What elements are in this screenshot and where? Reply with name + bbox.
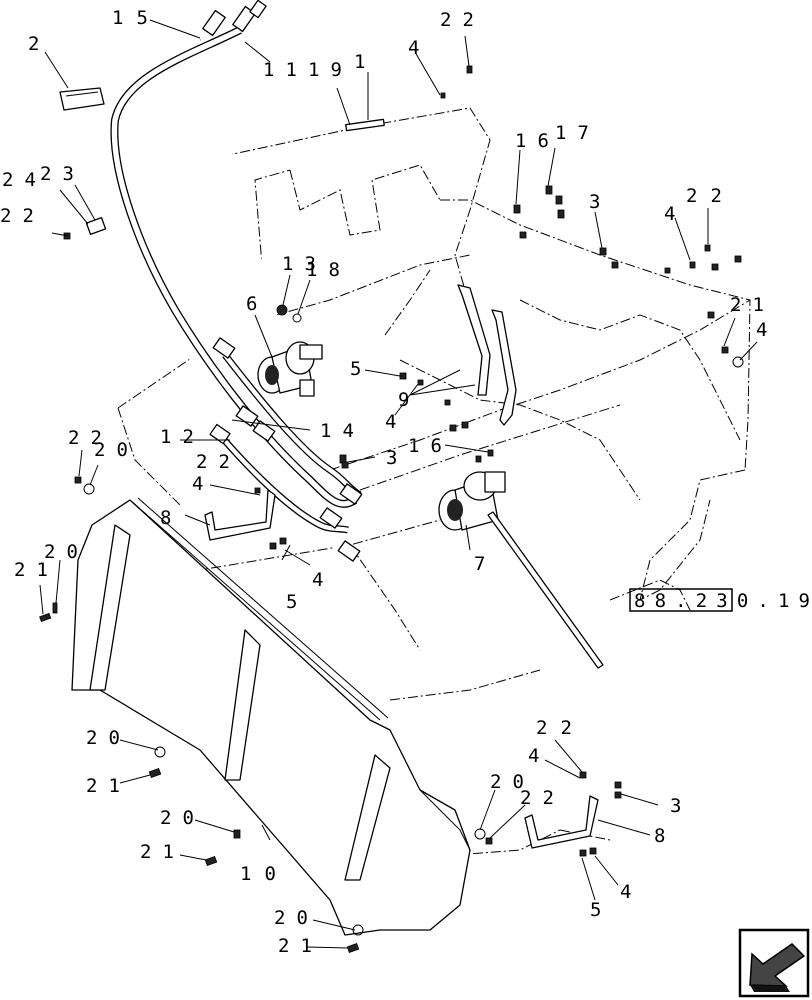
callout-5-right: 5 <box>590 899 601 921</box>
callout-4-far-right: 4 <box>756 319 767 341</box>
callout-22-bottom-right: 22 <box>536 717 572 739</box>
callout-21-right: 21 <box>730 294 764 316</box>
callout-21-left: 21 <box>14 559 48 581</box>
callout-22-left: 22 <box>0 205 34 227</box>
callout-9: 9 <box>398 389 409 411</box>
callout-15: 15 <box>112 7 148 29</box>
callout-22-top: 22 <box>440 9 474 31</box>
callout-10: 10 <box>240 863 276 885</box>
callout-21-bottom-a: 21 <box>86 775 120 797</box>
bracket-right <box>524 795 599 849</box>
callout-17: 17 <box>555 122 589 144</box>
callout-11: 11 <box>263 59 297 81</box>
callout-12: 12 <box>160 426 194 448</box>
callout-20-left: 20 <box>44 541 78 563</box>
callout-19: 19 <box>308 59 342 81</box>
callout-20-bottom-c: 20 <box>274 907 308 929</box>
hose-clamp <box>59 87 105 111</box>
hydraulic-motor-6 <box>257 304 323 397</box>
callout-4-top: 4 <box>408 37 419 59</box>
callout-20-leftedge: 20 <box>94 439 128 461</box>
callout-4-bracket-left: 4 <box>312 569 323 591</box>
callout-8-left: 8 <box>160 507 171 529</box>
leader-lines <box>39 19 758 949</box>
deflector-brackets <box>457 284 517 426</box>
hydraulic-hoses <box>64 0 363 562</box>
callout-2: 2 <box>28 33 39 55</box>
callout-3-top: 3 <box>589 191 600 213</box>
callout-16-top: 16 <box>515 130 549 152</box>
callout-14: 14 <box>320 420 354 442</box>
callout-1: 1 <box>354 51 365 73</box>
bracket-left <box>204 489 276 541</box>
callout-21-bottom-b: 21 <box>140 841 174 863</box>
reference-number: 88.230.19 <box>634 590 810 612</box>
callout-16-mid: 16 <box>408 435 442 457</box>
callout-18: 18 <box>306 259 340 281</box>
callout-24: 24 <box>2 169 36 191</box>
callout-21-bottom-c: 21 <box>278 935 312 957</box>
callout-5-left: 5 <box>286 591 297 613</box>
callout-4-mid: 4 <box>385 411 396 433</box>
reference-callout[interactable]: 88.230.19 <box>629 588 810 612</box>
callout-20-bottom-b: 20 <box>160 807 194 829</box>
callout-22-bottom-right-b: 22 <box>520 787 554 809</box>
callout-23: 23 <box>40 163 74 185</box>
callout-3-bottom-right: 3 <box>670 795 681 817</box>
callout-7: 7 <box>474 553 485 575</box>
callout-3-mid: 3 <box>386 447 397 469</box>
callout-8-right: 8 <box>654 825 665 847</box>
next-page-arrow-icon[interactable] <box>738 928 810 998</box>
callout-20-bottom-a: 20 <box>86 727 120 749</box>
callout-4-right: 4 <box>664 203 675 225</box>
callout-4-left-mid: 4 <box>192 473 203 495</box>
deflector-chute-10 <box>71 497 471 936</box>
callout-6: 6 <box>246 293 257 315</box>
callout-20-bottom-right: 20 <box>490 771 524 793</box>
callout-4-bracket-right: 4 <box>620 881 631 903</box>
callout-4-bottom-right: 4 <box>528 745 539 767</box>
pin <box>345 118 385 132</box>
hydraulic-motor-7 <box>438 471 604 669</box>
callout-22-right: 22 <box>686 185 722 207</box>
callout-5-mid: 5 <box>350 358 361 380</box>
callout-22-mid: 22 <box>196 451 230 473</box>
